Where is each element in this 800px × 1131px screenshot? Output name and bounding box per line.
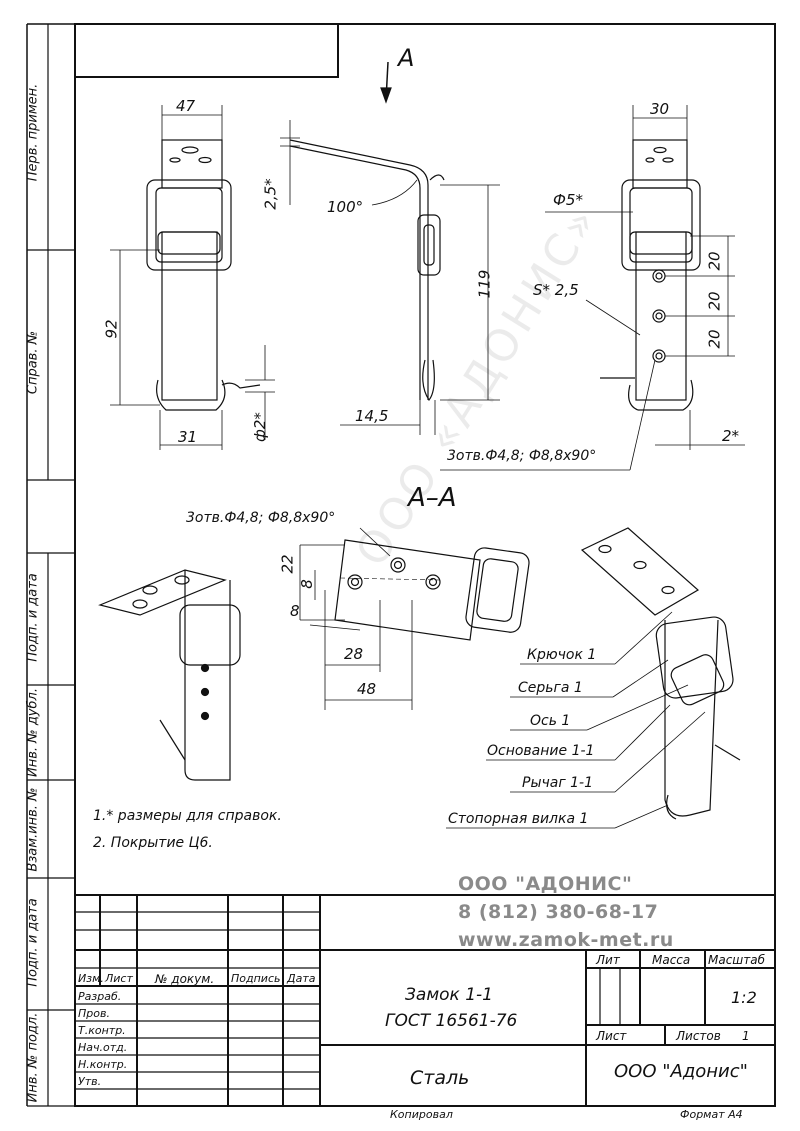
tb-nkontr: Н.контр. — [78, 1058, 128, 1071]
tb-lit: Лит — [596, 953, 620, 967]
tb-material: Сталь — [410, 1067, 470, 1089]
dim-holes-iso: 3отв.Ф4,8; Ф8,8х90° — [186, 510, 336, 526]
tb-masshtab: Масштаб — [708, 953, 766, 967]
dim-100deg: 100° — [327, 198, 364, 216]
part-label-stopornaya: Стопорная вилка 1 — [448, 811, 589, 827]
dim-22: 22 — [278, 554, 297, 574]
side-label-inv-podl: Инв. № подл. — [25, 1012, 41, 1103]
dim-2-star: 2* — [722, 427, 740, 445]
tb-org: ООО "Адонис" — [614, 1061, 748, 1082]
view-label-a: А — [398, 44, 415, 72]
tb-izm: Изм. — [78, 972, 104, 985]
tb-format: Формат А4 — [680, 1108, 743, 1121]
part-label-serga: Серьга 1 — [518, 680, 583, 696]
dim-f2: ф2* — [250, 412, 269, 442]
side-label-podp-data-1: Подп. и дата — [25, 573, 41, 662]
side-label-podp-data-2: Подп. и дата — [25, 898, 41, 987]
part-label-kryuchok: Крючок 1 — [527, 647, 597, 663]
dim-48: 48 — [357, 680, 377, 698]
dim-2-5: 2,5* — [261, 178, 280, 210]
dim-28: 28 — [344, 645, 364, 663]
tb-tkontr: Т.контр. — [78, 1024, 126, 1037]
tb-razrab: Разраб. — [78, 990, 122, 1003]
tb-nachotd: Нач.отд. — [78, 1041, 128, 1054]
company-name: ООО "АДОНИС" — [458, 873, 633, 895]
part-label-rychag: Рычаг 1-1 — [522, 775, 594, 791]
tb-scale: 1:2 — [731, 988, 757, 1007]
dim-30: 30 — [650, 100, 670, 118]
tb-list2: Лист — [596, 1029, 627, 1043]
tb-podpis: Подпись — [231, 972, 281, 985]
section-label: А–А — [408, 483, 457, 513]
side-label-vzam-inv: Взам.инв. № — [25, 787, 41, 872]
side-label-inv-dubl: Инв. № дубл. — [25, 688, 41, 777]
dim-14-5: 14,5 — [355, 407, 389, 425]
dim-8-a: 8 — [297, 579, 316, 589]
dim-20-a: 20 — [705, 251, 724, 271]
tb-name-line1: Замок 1-1 — [405, 985, 493, 1005]
tb-listov-val: 1 — [742, 1029, 750, 1043]
company-phone: 8 (812) 380-68-17 — [458, 901, 659, 923]
part-label-osnovanie: Основание 1-1 — [487, 743, 595, 759]
side-label-sprav-no: Справ. № — [25, 330, 41, 395]
note-2: 2. Покрытие Ц6. — [93, 835, 213, 851]
note-1: 1.* размеры для справок. — [93, 808, 282, 824]
dim-8-b: 8 — [290, 602, 300, 620]
tb-utv: Утв. — [78, 1075, 102, 1088]
tb-listov: Листов — [676, 1029, 721, 1043]
tb-data: Дата — [287, 972, 316, 985]
dim-s-2-5: S* 2,5 — [533, 281, 579, 299]
tb-dokum: № докум. — [155, 972, 215, 986]
dim-92: 92 — [102, 319, 121, 339]
dim-20-b: 20 — [705, 291, 724, 311]
part-label-os: Ось 1 — [530, 713, 571, 729]
tb-name-line2: ГОСТ 16561-76 — [385, 1011, 518, 1031]
tb-massa: Масса — [652, 953, 691, 967]
tb-kopiroval: Копировал — [390, 1108, 453, 1121]
dim-f5: Ф5* — [553, 191, 583, 209]
tb-list: Лист — [105, 972, 133, 985]
dim-119: 119 — [475, 269, 494, 299]
side-label-perv-primen: Перв. примен. — [25, 83, 41, 182]
tb-prov: Пров. — [78, 1007, 110, 1020]
dim-31: 31 — [178, 428, 198, 446]
dim-20-c: 20 — [705, 329, 724, 349]
company-site: www.zamok-met.ru — [458, 929, 674, 951]
dim-47: 47 — [176, 97, 196, 115]
dim-holes-top: 3отв.Ф4,8; Ф8,8х90° — [447, 448, 597, 464]
